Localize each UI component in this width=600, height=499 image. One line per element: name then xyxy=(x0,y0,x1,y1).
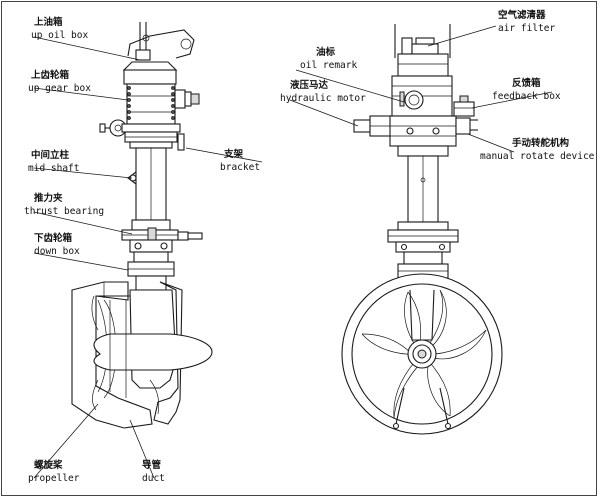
label-manual-rotate-en: manual rotate device xyxy=(480,151,595,162)
label-bracket-en: bracket xyxy=(220,162,261,173)
label-feedback-box-en: feedback box xyxy=(492,91,561,102)
label-hydraulic-motor-en: hydraulic motor xyxy=(280,93,366,104)
down-box-drawing xyxy=(127,251,175,291)
hydraulic-motor-drawing xyxy=(353,115,393,137)
thrust-bearing-drawing xyxy=(121,219,203,253)
label-oil-remark-zh: 油标 xyxy=(316,47,336,58)
label-duct-zh: 导管 xyxy=(142,460,162,471)
label-duct-en: duct xyxy=(142,473,165,484)
label-up-oil-box-en: up oil box xyxy=(31,30,89,41)
mid-shaft xyxy=(127,147,167,221)
front-view xyxy=(341,24,503,435)
top-housing-front xyxy=(391,53,453,117)
up-oil-box xyxy=(122,61,178,85)
hub-front xyxy=(407,289,437,369)
manual-rotate-block xyxy=(389,115,478,147)
label-up-gear-box-en: up gear box xyxy=(28,83,91,94)
lifting-lug xyxy=(127,22,195,61)
label-thrust-bearing-en: thrust bearing xyxy=(24,206,105,217)
up-gear-box xyxy=(99,83,200,151)
thrust-bearing-front xyxy=(387,221,459,253)
duct-supports-front xyxy=(392,387,452,430)
label-thrust-bearing-zh: 推力夹 xyxy=(34,193,63,204)
label-propeller-zh: 螺旋桨 xyxy=(34,460,63,471)
label-propeller-en: propeller xyxy=(28,473,80,484)
label-up-oil-box-zh: 上油箱 xyxy=(34,17,63,28)
label-up-gear-box-zh: 上齿轮箱 xyxy=(31,70,70,81)
label-bracket-zh: 支架 xyxy=(224,149,244,160)
leader-lines xyxy=(33,25,553,479)
propeller-pod xyxy=(93,289,213,415)
feedback-box-drawing xyxy=(453,95,475,117)
label-hydraulic-motor-zh: 液压马达 xyxy=(290,80,329,91)
air-filter-drawing xyxy=(394,24,451,58)
side-view xyxy=(71,22,213,429)
label-air-filter-zh: 空气滤清器 xyxy=(498,10,546,21)
label-down-box-zh: 下齿轮箱 xyxy=(34,233,73,244)
label-mid-shaft-zh: 中间立柱 xyxy=(31,150,70,161)
label-manual-rotate-zh: 手动转舵机构 xyxy=(512,138,570,149)
label-feedback-box-zh: 反馈箱 xyxy=(512,78,541,89)
label-down-box-en: down box xyxy=(34,246,80,257)
label-mid-shaft-en: mid shaft xyxy=(28,163,80,174)
label-air-filter-en: air filter xyxy=(498,23,556,34)
label-oil-remark-en: oil remark xyxy=(300,60,358,71)
mid-shaft-front xyxy=(397,145,449,223)
